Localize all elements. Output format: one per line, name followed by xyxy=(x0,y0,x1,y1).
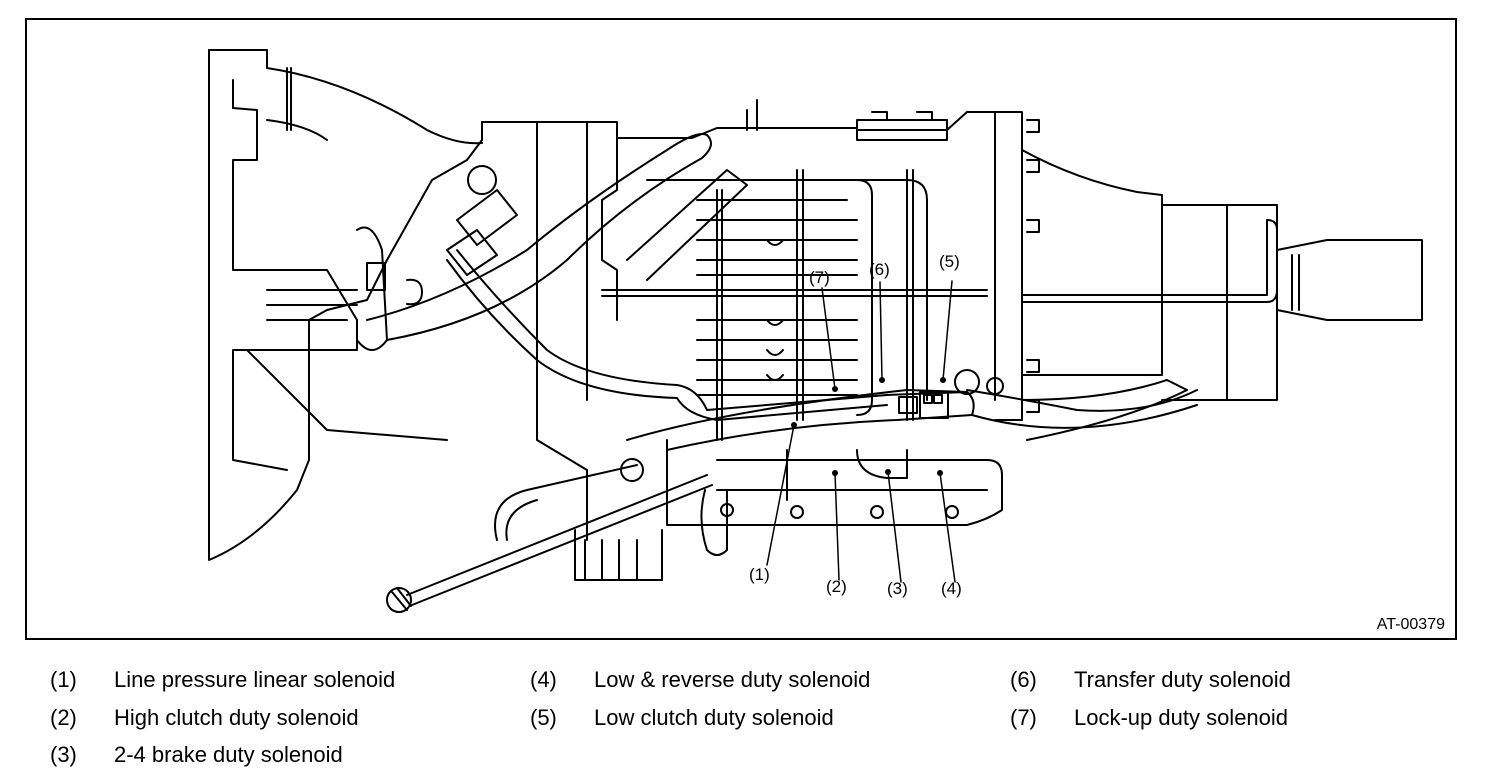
oil-pan xyxy=(666,439,1003,526)
solenoid-connectors xyxy=(446,165,1004,419)
callout-3: (3) xyxy=(887,579,908,598)
legend-number: (6) xyxy=(1010,667,1037,692)
legend-text: Low clutch duty solenoid xyxy=(594,705,834,730)
legend-number: (4) xyxy=(530,667,557,692)
callout-6: (6) xyxy=(869,260,890,279)
callout-2: (2) xyxy=(826,577,847,596)
legend-text: Line pressure linear solenoid xyxy=(114,667,396,692)
transmission-drawing xyxy=(208,49,1423,613)
wiring-harness xyxy=(366,133,1198,451)
rear-housing xyxy=(994,111,1423,441)
legend-number: (2) xyxy=(50,705,77,730)
legend-text: Lock-up duty solenoid xyxy=(1074,705,1289,730)
callout-7: (7) xyxy=(809,268,830,287)
legend-text: 2-4 brake duty solenoid xyxy=(114,742,343,767)
bell-housing xyxy=(208,49,483,561)
legend-number: (5) xyxy=(530,705,557,730)
main-case xyxy=(481,99,996,541)
leader-dots xyxy=(791,377,946,476)
callout-4: (4) xyxy=(941,579,962,598)
legend-number: (7) xyxy=(1010,705,1037,730)
legend-text: High clutch duty solenoid xyxy=(114,705,359,730)
oil-filter-and-dipstick xyxy=(386,458,728,613)
figure-frame: (1) (2) (3) (4) (5) (6) (7) AT-00379 xyxy=(25,18,1457,640)
legend-number: (1) xyxy=(50,667,77,692)
callout-5: (5) xyxy=(939,252,960,271)
legend-number: (3) xyxy=(50,742,77,767)
figure-code: AT-00379 xyxy=(1376,616,1445,633)
callout-1: (1) xyxy=(749,565,770,584)
legend-text: Transfer duty solenoid xyxy=(1074,667,1291,692)
legend-text: Low & reverse duty solenoid xyxy=(594,667,871,692)
leader-lines xyxy=(766,280,956,583)
